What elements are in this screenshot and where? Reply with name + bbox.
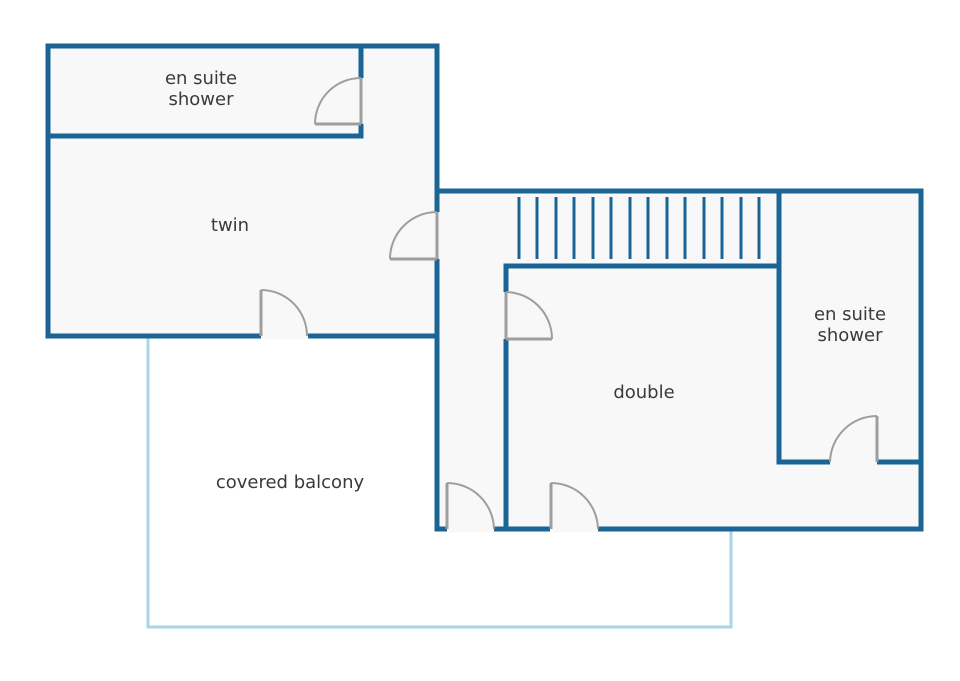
staircase <box>517 197 761 259</box>
balcony-outline <box>146 338 733 629</box>
twin-block-floor <box>48 46 437 336</box>
east-block-floor <box>437 191 921 529</box>
twin-shower-label-line2: shower <box>169 89 235 110</box>
double-shower-label-line1: en suite <box>814 304 886 325</box>
balcony-label: covered balcony <box>216 472 365 493</box>
double-shower-label-line2: shower <box>818 325 884 346</box>
double-label: double <box>613 382 674 403</box>
door-double-shower <box>829 415 879 463</box>
door-twin-balcony <box>259 289 308 337</box>
door-twin-hall <box>389 211 439 261</box>
twin-shower-label-line1: en suite <box>165 68 237 89</box>
twin-label: twin <box>211 215 249 236</box>
door-hall-exit <box>445 482 495 530</box>
door-double-hall <box>504 291 553 341</box>
door-double-exit <box>549 482 599 530</box>
door-twin-shower <box>314 77 363 126</box>
